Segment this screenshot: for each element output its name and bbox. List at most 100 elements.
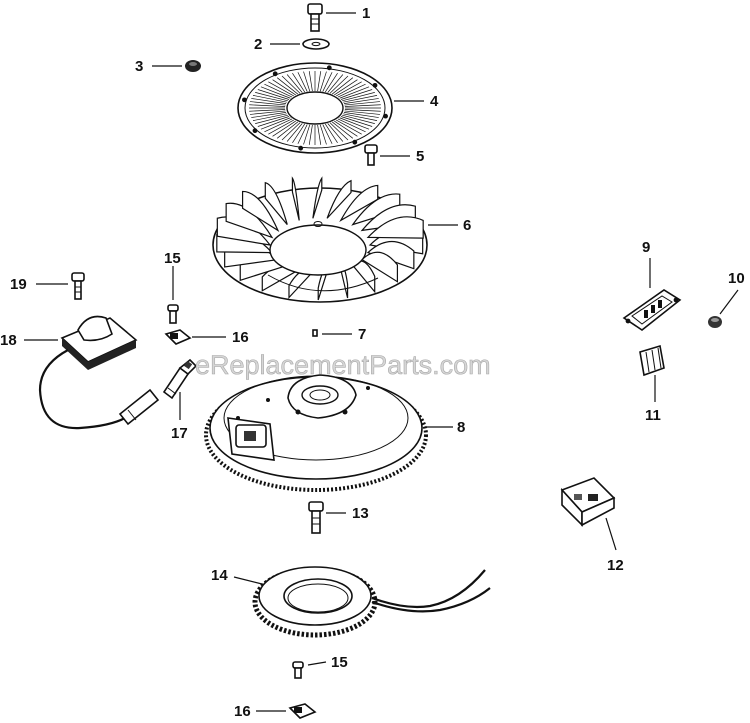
part-screen-4 <box>237 62 393 154</box>
screen-spoke <box>334 79 358 96</box>
fan-blade <box>291 176 300 221</box>
screen-spoke <box>268 81 294 97</box>
callout-16-upper: 16 <box>232 329 249 346</box>
screen-spoke <box>260 117 291 130</box>
screen-spoke <box>255 92 288 102</box>
part-ignition-module-18 <box>38 315 160 430</box>
callout-6: 6 <box>463 217 471 234</box>
callout-9: 9 <box>642 239 650 256</box>
screen-spoke <box>252 113 287 121</box>
part-rectifier-9 <box>622 289 682 331</box>
fan-blade <box>312 176 323 219</box>
screen-spoke <box>276 121 299 139</box>
part-flywheel-8 <box>204 374 428 492</box>
screen-spoke <box>251 98 287 104</box>
screen-spoke <box>251 112 287 118</box>
screen-spoke <box>303 71 311 92</box>
screen-spoke <box>272 120 296 137</box>
screen-spoke <box>257 89 290 100</box>
part-bolt-13 <box>308 501 324 534</box>
fan-blade <box>366 216 424 239</box>
screen-spoke <box>308 71 313 92</box>
screen-hole <box>272 71 278 77</box>
part-screw-5 <box>364 144 378 166</box>
callout-13: 13 <box>352 505 369 522</box>
screen-spoke <box>342 114 375 124</box>
callout-7: 7 <box>358 326 366 343</box>
screen-spoke <box>344 109 381 112</box>
callout-4: 4 <box>430 93 439 110</box>
screen-spoke <box>327 74 344 93</box>
part-nut-3 <box>185 60 201 72</box>
screen-spoke <box>340 116 373 127</box>
screen-spoke <box>329 75 349 94</box>
screen-spoke <box>292 73 306 93</box>
screen-spoke <box>286 74 303 93</box>
screen-hole <box>326 65 332 71</box>
screen-spoke <box>264 118 293 133</box>
part-screw-15-upper <box>167 304 179 324</box>
screen-spoke <box>249 109 286 112</box>
screen-spoke <box>340 89 373 100</box>
watermark-text: eReplacementParts.com <box>195 350 491 380</box>
screen-hole <box>242 97 247 103</box>
screen-spoke <box>327 123 344 142</box>
part-washer-2 <box>302 38 330 50</box>
screen-spoke <box>249 110 286 115</box>
screen-spoke <box>322 72 333 92</box>
screen-spoke <box>297 72 308 92</box>
screen-spoke <box>286 123 303 142</box>
screen-hole <box>352 139 358 145</box>
screen-spoke <box>317 124 322 145</box>
screen-spoke <box>268 119 294 135</box>
screen-spoke <box>281 75 301 94</box>
callout-8: 8 <box>457 419 465 436</box>
screen-hole <box>298 145 304 151</box>
callout-12: 12 <box>607 557 624 574</box>
part-fan-6 <box>212 176 428 303</box>
callout-5: 5 <box>416 148 424 165</box>
screen-spoke <box>339 117 370 130</box>
screen-spoke <box>260 86 291 99</box>
screen-spoke <box>334 120 358 137</box>
callout-1: 1 <box>362 5 370 22</box>
screen-spoke <box>252 95 287 103</box>
screen-spoke <box>331 121 354 139</box>
screen-spoke <box>343 98 379 104</box>
callout-14: 14 <box>211 567 228 584</box>
screen-spoke <box>276 77 299 95</box>
part-key-7 <box>312 329 318 337</box>
screen-spoke <box>257 116 290 127</box>
screen-spoke <box>344 101 381 106</box>
part-screw-15-lower <box>292 661 304 679</box>
screen-spoke <box>339 86 370 99</box>
part-clip-16-upper <box>164 329 192 345</box>
fan-blade <box>366 240 415 270</box>
fan-blade <box>241 190 280 232</box>
screen-spoke <box>344 104 381 107</box>
screen-spoke <box>342 92 375 102</box>
leader-lines <box>24 12 739 712</box>
screen-spoke <box>324 123 338 143</box>
screen-spoke <box>308 124 313 145</box>
part-spark-plug-17 <box>162 358 198 400</box>
screen-spoke <box>249 104 286 107</box>
callout-11: 11 <box>645 407 661 424</box>
fan-blade <box>264 181 288 225</box>
part-connector-11 <box>639 344 665 377</box>
screen-spoke <box>264 83 293 98</box>
screen-spoke <box>319 71 327 92</box>
screen-hole <box>372 82 378 88</box>
screen-spoke <box>292 123 306 143</box>
screen-spoke <box>317 71 322 92</box>
screen-spoke <box>343 95 378 103</box>
screen-spoke <box>272 79 296 96</box>
screen-spoke <box>343 113 378 121</box>
screen-spoke <box>281 122 301 141</box>
callout-19: 19 <box>10 276 27 293</box>
screen-spoke <box>303 124 311 145</box>
callout-15-upper: 15 <box>164 250 181 267</box>
callout-15-lower: 15 <box>331 654 348 671</box>
screen-spoke <box>319 124 327 145</box>
